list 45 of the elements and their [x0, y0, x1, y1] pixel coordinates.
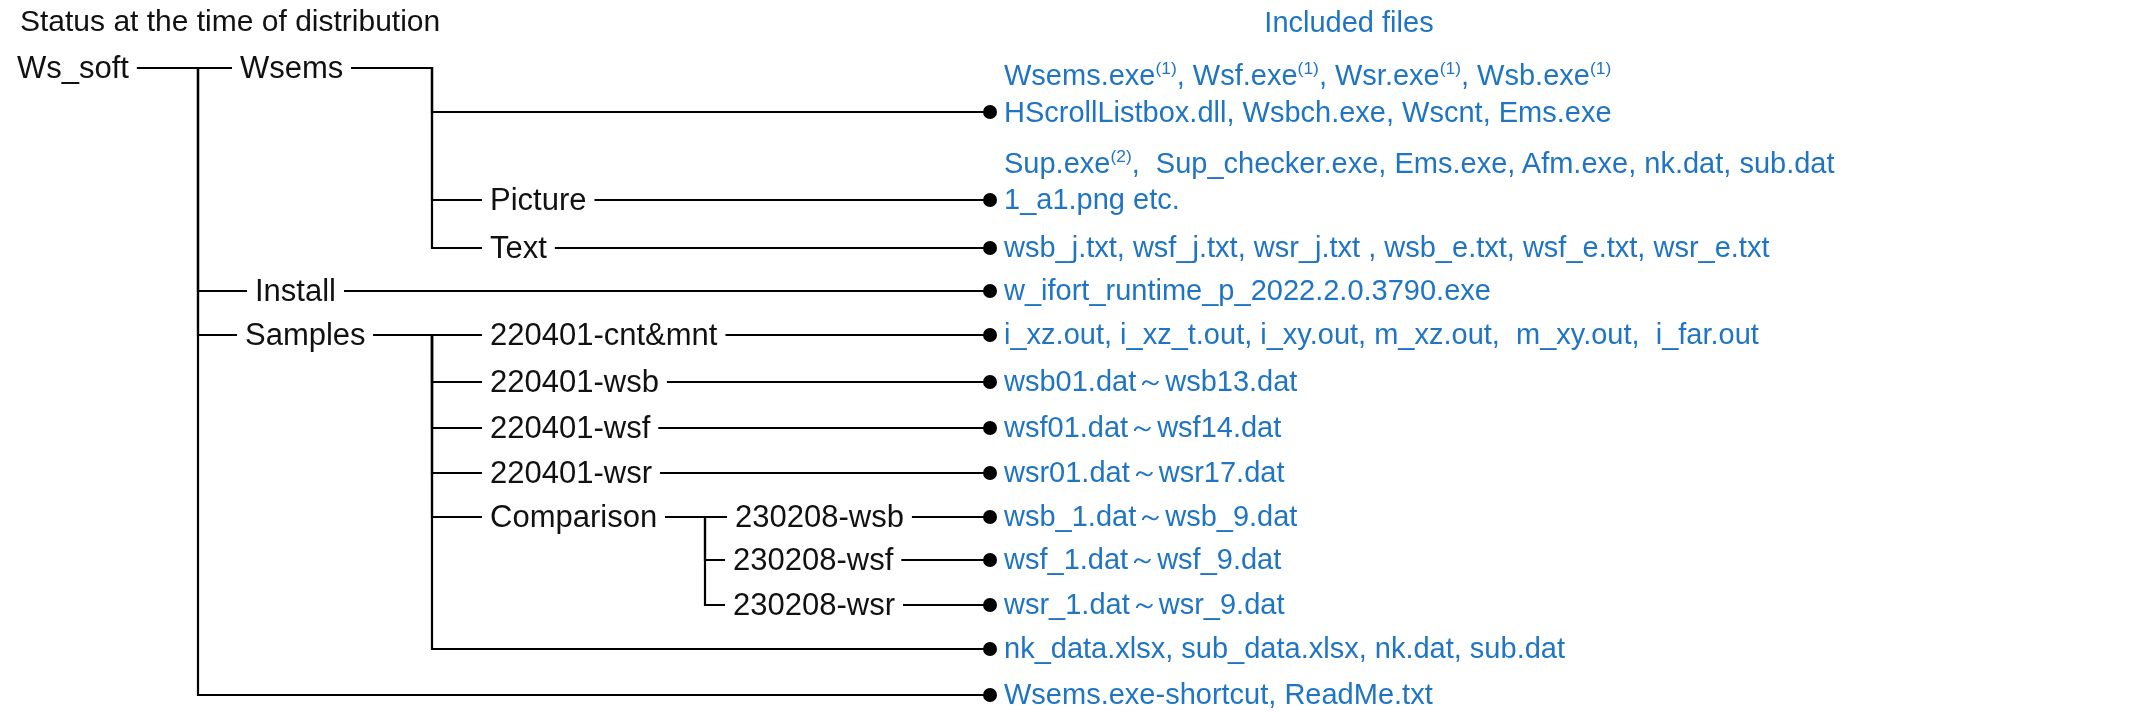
file-list: wsb_j.txt, wsf_j.txt, wsr_j.txt , wsb_e.txt, wsf_e.txt, wsr_e.txt — [990, 231, 1770, 265]
folder-label: 220401-wsr — [490, 455, 652, 491]
file-list: Sup.exe$^{(2)}$, Sup_checker.exe, Ems.exe, Afm.exe, nk.dat, sub.dat — [1004, 134, 1835, 178]
file-list: wsf01.dat～wsf14.dat — [990, 411, 1282, 445]
folder-label: Install — [255, 273, 336, 309]
connector-line — [725, 328, 997, 342]
file-list: nk_data.xlsx, sub_data.xlsx, nk.dat, sub.dat — [990, 632, 1565, 666]
file-list: wsr01.dat～wsr17.dat — [990, 456, 1285, 490]
connector-line — [136, 66, 997, 702]
file-list: wsb01.dat～wsb13.dat — [990, 365, 1298, 399]
connector-line — [911, 510, 997, 524]
connector-line — [658, 421, 997, 435]
folder-label: Ws_soft — [17, 50, 129, 86]
file-list: HScrollListbox.dll, Wsbch.exe, Wscnt, Ems.exe — [1004, 90, 1835, 134]
connector-line — [344, 284, 997, 298]
folder-label: Samples — [245, 317, 366, 353]
connector-line — [901, 553, 997, 567]
folder-label: 220401-wsf — [490, 410, 651, 446]
folder-label: Picture — [490, 182, 587, 218]
folder-label: 220401-cnt&mnt — [490, 317, 718, 353]
file-list: wsr_1.dat～wsr_9.dat — [990, 588, 1285, 622]
folder-label: 220401-wsb — [490, 364, 659, 400]
file-list: Wsems.exe-shortcut, ReadMe.txt — [990, 678, 1433, 712]
connector-line — [903, 598, 997, 612]
folder-label: Wsems — [240, 50, 344, 86]
file-list: wsf_1.dat～wsf_9.dat — [990, 543, 1282, 577]
folder-label: Comparison — [490, 499, 658, 535]
folder-label: 230208-wsf — [733, 542, 894, 578]
title: Status at the time of distribution — [20, 4, 441, 38]
folder-label: 230208-wsr — [733, 587, 895, 623]
tree-line — [665, 515, 725, 607]
connector-line — [660, 466, 997, 480]
connector-line — [594, 193, 997, 207]
connector-line — [373, 333, 997, 656]
file-list: wsb_1.dat～wsb_9.dat — [990, 500, 1298, 534]
folder-label: 230208-wsb — [735, 499, 904, 535]
file-list: i_xz.out, i_xz_t.out, i_xy.out, m_xz.out, m_xy.out, i_far.out — [990, 318, 1759, 352]
connector-line — [554, 241, 997, 255]
tree-line — [351, 66, 482, 250]
file-list: 1_a1.png etc. — [990, 183, 1180, 217]
file-list: Wsems.exe$^{(1)}$, Wsf.exe$^{(1)}$, Wsr.exe$^{(1)}$, Wsb.exe$^{(1)}$ — [1004, 46, 1835, 90]
connector-line — [666, 375, 997, 389]
column-heading: Included files — [1264, 6, 1434, 39]
folder-label: Text — [490, 230, 547, 266]
file-list: w_ifort_runtime_p_2022.2.0.3790.exe — [990, 274, 1491, 308]
